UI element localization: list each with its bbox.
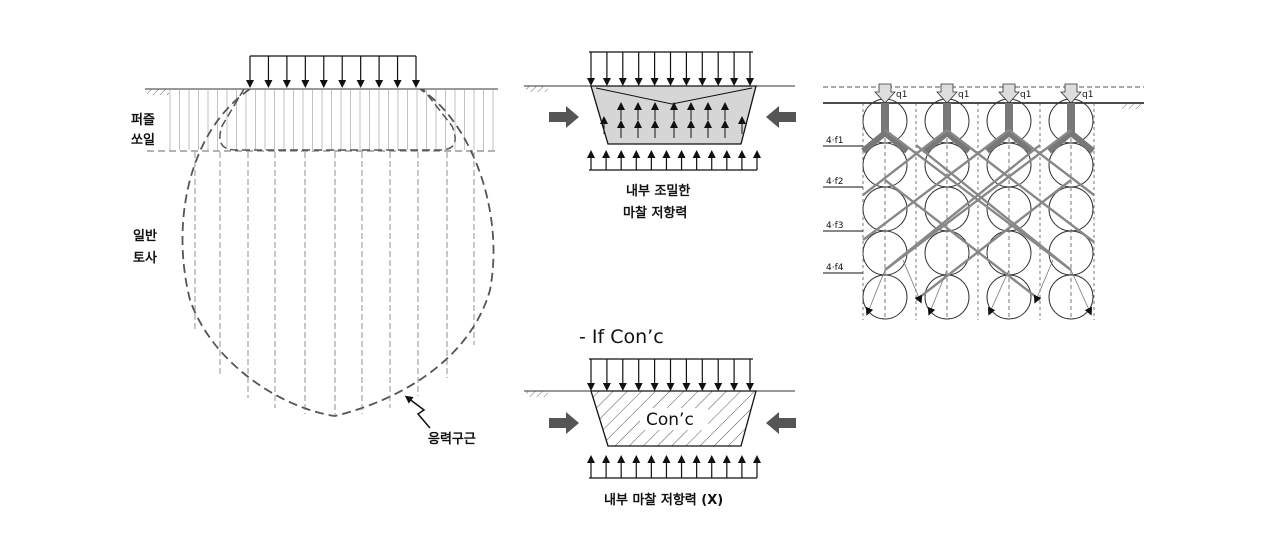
stress-zone-pointer	[404, 395, 431, 429]
concrete-heading: - If Con’c	[579, 326, 664, 348]
force-arrow	[1070, 269, 1092, 316]
depth-label: 4·f3	[826, 221, 843, 231]
middle-bottom-panel: - If Con’c Con’c 내부 마찰 저항력 (X)	[524, 326, 796, 508]
force-arrow	[927, 269, 948, 316]
stress-lines-bulb	[194, 152, 475, 416]
force-arrow	[902, 259, 923, 304]
load-arrows-mid-bottom	[587, 358, 754, 391]
load-column	[881, 103, 889, 133]
internal-resistance-arrows	[600, 102, 746, 138]
mid-bottom-caption: 내부 마찰 저항력 (X)	[604, 492, 723, 508]
right-panel: q1 q1 q1 q1 4·f1 4·f2 4·f3 4·f4	[823, 83, 1144, 320]
load-branch	[923, 130, 949, 154]
layer-top-label-1: 퍼즐	[131, 113, 155, 128]
depth-labels: q1 q1 q1 q1 4·f1 4·f2 4·f3 4·f4	[823, 90, 1093, 274]
stress-zone-label: 응력구근	[428, 432, 476, 447]
ground-hatch-mid-top	[526, 86, 548, 92]
load-block	[1060, 83, 1082, 104]
layer-top-label-2: 쏘일	[131, 133, 155, 148]
force-chain	[884, 129, 1072, 271]
ground-hatch-left	[147, 89, 169, 95]
load-branch	[985, 130, 1011, 154]
load-block	[874, 83, 896, 104]
concrete-label-bg	[640, 408, 708, 430]
force-arrow	[865, 269, 886, 316]
load-symbol-label: q1	[1020, 90, 1031, 100]
load-column	[1005, 103, 1013, 133]
load-branch	[883, 130, 909, 154]
load-arrows-mid-top	[587, 51, 754, 86]
left-panel: 퍼즐 쏘일 일반 토사 응력구근	[131, 55, 498, 447]
force-arrow	[1033, 259, 1054, 304]
load-branch	[1069, 130, 1095, 154]
load-branch	[945, 130, 971, 154]
stress-lines-top	[169, 90, 494, 150]
load-block	[998, 83, 1020, 104]
force-chain	[946, 129, 1095, 243]
concrete-block-label: Con’c	[646, 410, 694, 430]
load-block	[936, 83, 958, 104]
reaction-arrows-mid-top	[587, 150, 761, 171]
layer-bottom-label-1: 일반	[133, 228, 157, 244]
load-symbol-label: q1	[1082, 90, 1093, 100]
side-arrow-right-bottom	[766, 412, 796, 434]
load-branch	[1047, 130, 1073, 154]
inner-zone-outline	[219, 88, 456, 151]
force-chain	[915, 144, 1072, 271]
force-chain	[884, 179, 1041, 301]
load-symbol-label: q1	[958, 90, 969, 100]
ground-hatch-right	[1122, 103, 1142, 109]
load-arrows-left	[246, 55, 420, 88]
load-column	[943, 103, 951, 133]
force-chain	[915, 179, 1072, 301]
middle-top-panel: 내부 조밀한 마찰 저항력	[524, 51, 796, 221]
mid-top-caption-1: 내부 조밀한	[626, 183, 690, 199]
force-chain	[884, 144, 1041, 271]
layer-bottom-label-2: 토사	[133, 250, 157, 266]
reaction-arrows-mid-bottom	[587, 455, 761, 479]
depth-label: 4·f2	[826, 177, 843, 187]
depth-label: 4·f4	[826, 263, 844, 273]
force-arrow	[988, 269, 1010, 316]
force-chain	[862, 129, 1010, 241]
depth-label: 4·f1	[826, 136, 843, 146]
load-branch	[1007, 130, 1033, 154]
side-arrow-left-top	[549, 106, 579, 128]
load-column	[1067, 103, 1075, 133]
force-chain	[862, 129, 948, 196]
load-symbol-label: q1	[896, 90, 907, 100]
force-chain	[1008, 129, 1095, 196]
particle-grid	[861, 83, 1095, 320]
side-arrow-right-top	[766, 106, 796, 128]
side-arrow-left-bottom	[549, 412, 579, 434]
ground-hatch-mid-bottom	[526, 391, 548, 397]
mid-top-caption-2: 마찰 저항력	[623, 205, 687, 221]
load-branch	[861, 130, 887, 154]
